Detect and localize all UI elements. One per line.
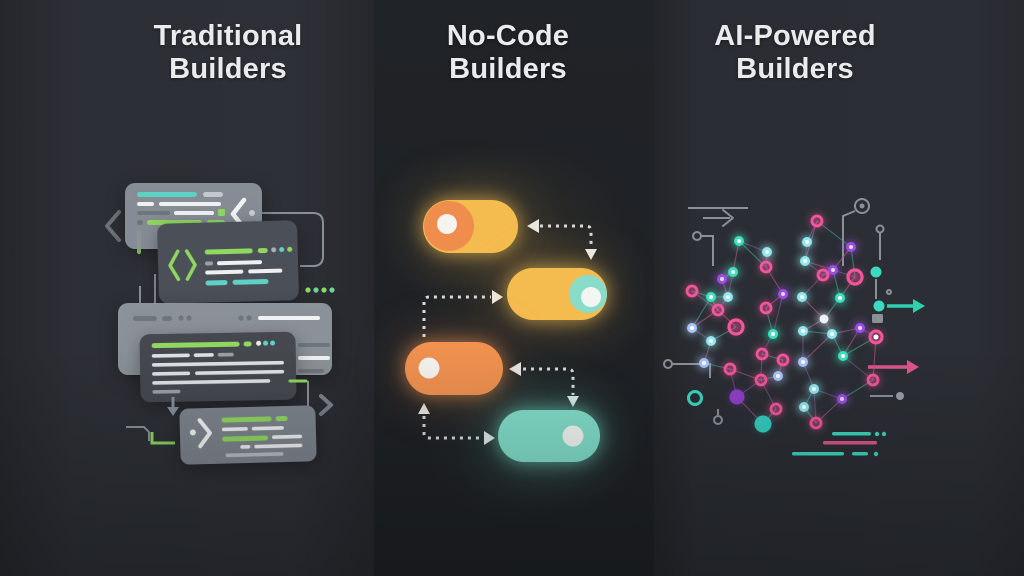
brain-node-icon <box>868 329 884 345</box>
toggle-knob <box>437 214 457 234</box>
chevron-left-icon <box>105 210 121 242</box>
prompt-chevron-icon <box>197 418 212 449</box>
toggle-knob <box>562 425 584 447</box>
title-line: AI-Powered <box>714 20 876 52</box>
target-circle-icon <box>854 198 870 214</box>
brain-node-icon <box>866 373 880 387</box>
brain-node-icon <box>759 301 773 315</box>
brain-node-icon <box>809 416 823 430</box>
dashed-arrow-1 <box>527 219 597 260</box>
title-line: Traditional <box>153 20 303 52</box>
green-connector-line <box>150 432 175 445</box>
angle-bracket-open-icon <box>168 249 181 282</box>
dot-row-icon <box>305 287 335 293</box>
toggle-switch-4 <box>498 410 600 462</box>
toggle-switch-2 <box>507 268 607 320</box>
brain-node-icon <box>846 268 864 286</box>
column-title-no-code: No-Code Builders <box>447 20 569 86</box>
brain-node-icon <box>754 415 772 433</box>
dot-icon <box>249 210 255 216</box>
title-line: Builders <box>736 53 854 85</box>
brain-node-icon <box>729 389 745 405</box>
title-line: Builders <box>449 53 567 85</box>
node-circle-icon <box>886 289 892 295</box>
column-title-ai-powered: AI-Powered Builders <box>714 20 876 86</box>
dot-icon <box>896 392 904 400</box>
dashed-arrow-2 <box>422 290 503 337</box>
panel-ai-powered <box>654 0 1024 576</box>
square-icon <box>872 314 883 323</box>
teal-node-icon <box>873 300 885 312</box>
node-circle-icon <box>713 415 723 425</box>
signal-lines <box>792 431 887 457</box>
brain-node-icon <box>755 347 769 361</box>
column-title-traditional: Traditional Builders <box>154 20 303 86</box>
toggle-switch-1 <box>423 200 518 253</box>
brain-node-icon <box>810 214 824 228</box>
connector-line <box>262 212 324 267</box>
teal-arrow-right-icon <box>887 299 925 313</box>
brain-node-icon <box>685 284 699 298</box>
title-line: No-Code <box>446 20 570 52</box>
connector-line <box>126 426 150 441</box>
brain-node-icon <box>776 353 790 367</box>
brain-edge <box>816 220 852 248</box>
pink-arrow-right-icon <box>868 360 919 374</box>
dashed-arrow-4 <box>509 362 579 407</box>
brain-node-icon <box>711 303 725 317</box>
brain-node-icon <box>723 362 737 376</box>
node-circle-icon <box>692 231 702 241</box>
toggle-knob <box>418 357 440 379</box>
teal-ring-icon <box>687 390 703 406</box>
code-card-2 <box>157 220 299 304</box>
circuit-decorations <box>663 198 925 425</box>
brain-node-icon <box>759 260 773 274</box>
angle-bracket-close-icon <box>184 249 197 281</box>
brain-node-icon <box>816 268 830 282</box>
brain-left-nodes <box>685 236 790 433</box>
brain-node-icon <box>754 373 768 387</box>
brain-node-icon <box>727 318 745 336</box>
dashed-arrow-3 <box>418 403 495 445</box>
code-card-5 <box>179 405 317 465</box>
node-circle-icon <box>875 224 885 234</box>
teal-node-icon <box>870 266 882 278</box>
toggle-switch-3 <box>405 342 503 395</box>
brain-node-icon <box>769 402 783 416</box>
arrow-down-icon <box>167 407 179 416</box>
brain-right-nodes <box>797 214 884 430</box>
toggle-knob <box>581 287 601 307</box>
arrow-right-glyph-icon <box>703 209 734 227</box>
node-circle-icon <box>663 359 673 369</box>
brain-node-icon <box>819 314 829 324</box>
dot-icon <box>189 429 196 436</box>
chevron-right-icon <box>319 394 333 416</box>
code-card-4 <box>139 331 297 403</box>
title-line: Builders <box>169 53 287 85</box>
